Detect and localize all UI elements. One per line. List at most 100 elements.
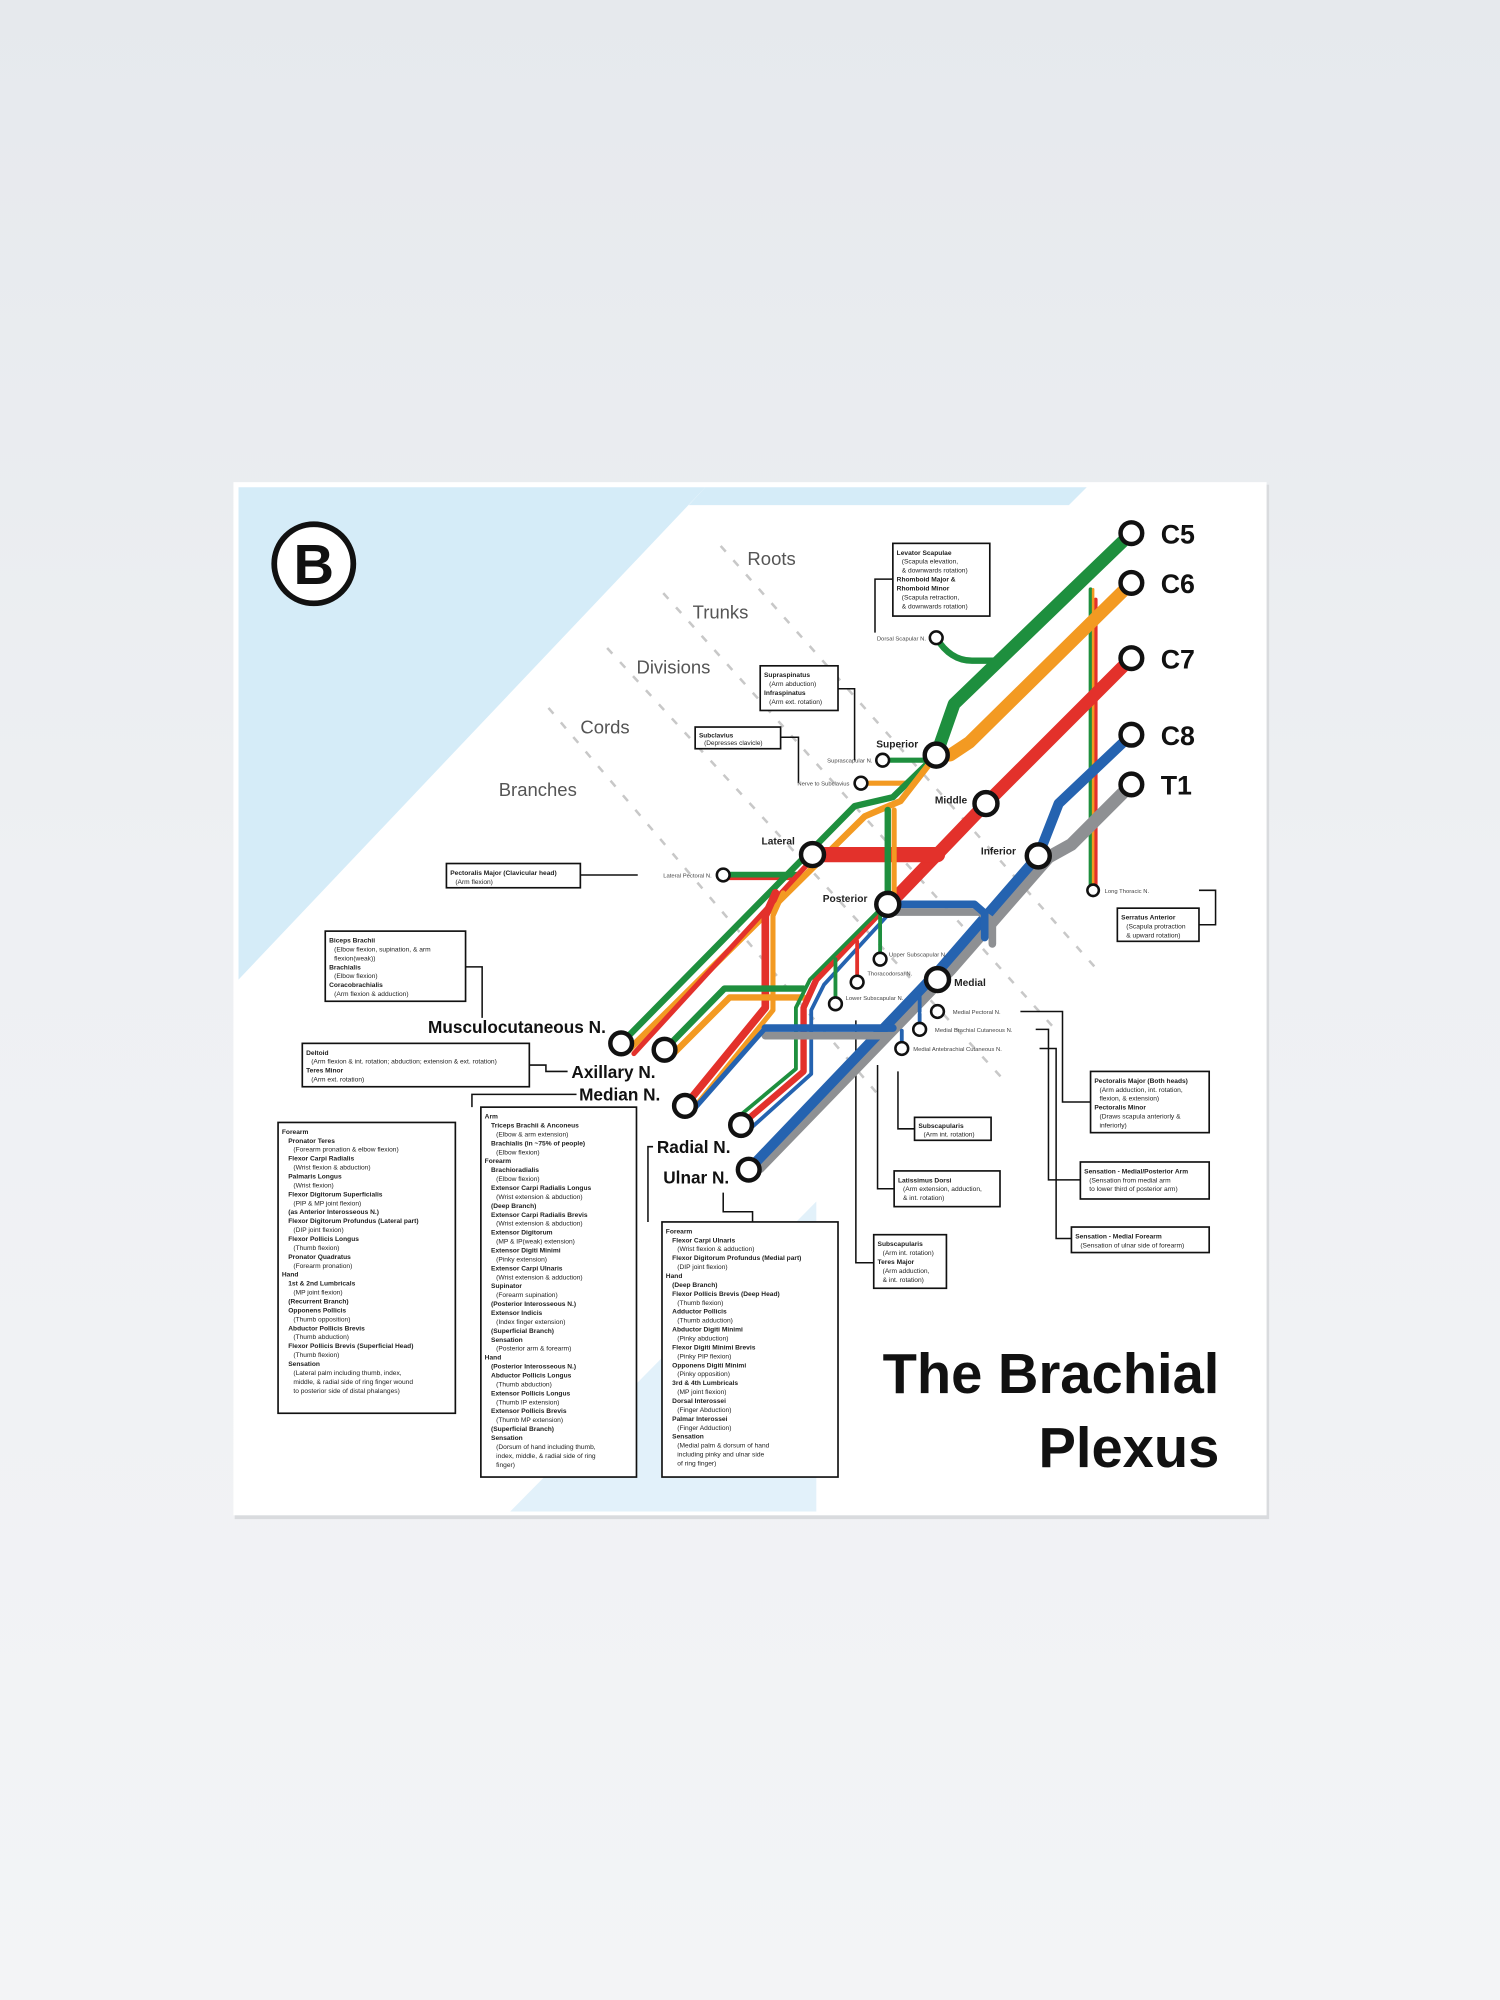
label-trunk-inferior: Inferior [981, 847, 1016, 858]
box-muscle-action: (Thumb IP extension) [496, 1399, 559, 1406]
box-muscle-action: (Dorsum of hand including thumb, [496, 1444, 596, 1451]
box-muscle-name: Sensation [288, 1361, 320, 1368]
node-medial-brachial-cutaneous[interactable] [911, 1021, 928, 1037]
label-long-thoracic: Long Thoracic N. [1105, 889, 1150, 895]
box-muscle-name: Supinator [491, 1283, 522, 1290]
column-label-branches: Branches [499, 779, 577, 800]
box-muscle-name: Brachioradialis [491, 1167, 539, 1174]
box-muscle-action: (Draws scapula anteriorly & [1099, 1114, 1181, 1121]
box-muscle-action: (Thumb flexion) [677, 1300, 723, 1307]
box-muscle-name: Abductor Pollicis Brevis [288, 1325, 365, 1332]
box-muscle-action: (Arm adduction, [883, 1268, 930, 1275]
box-muscle-name: Teres Minor [306, 1068, 343, 1075]
box-connectors [465, 578, 1217, 1264]
box-muscle-action: flexion, & extension) [1099, 1096, 1159, 1103]
box-muscle-action: (Thumb adduction) [677, 1318, 733, 1325]
median-blue-end [688, 1025, 768, 1115]
box-muscle-name: Pronator Teres [288, 1138, 335, 1145]
box-muscle-action: (Wrist extension & abduction) [496, 1221, 582, 1228]
node-cord-posterior[interactable] [874, 890, 902, 919]
box-muscle-action: (Elbow flexion, supination, & arm [334, 946, 431, 953]
node-axillary[interactable] [651, 1036, 678, 1063]
box-muscle-action: (Arm flexion) [455, 879, 493, 886]
label-ulnar: Ulnar N. [663, 1168, 729, 1188]
node-thoracodorsal[interactable] [849, 974, 865, 990]
node-root-c7[interactable] [1118, 645, 1145, 672]
box-muscle-name: Extensor Carpi Radialis Brevis [491, 1212, 588, 1219]
box-muscle-action: (MP joint flexion) [677, 1389, 726, 1396]
box-muscle-action: index, middle, & radial side of ring [496, 1453, 596, 1460]
poster: B Roots Trunks Divisions Cords Branches [233, 482, 1270, 1520]
label-root-c7: C7 [1161, 644, 1195, 674]
box-muscle-name: (Deep Branch) [491, 1203, 536, 1210]
box-muscle-action: (Arm ext. rotation) [769, 699, 822, 706]
node-upper-subscapular[interactable] [872, 951, 888, 967]
node-suprascapular[interactable] [875, 752, 891, 768]
node-ulnar[interactable] [735, 1156, 762, 1183]
info-box-subscap-teres: Subscapularis(Arm int. rotation)Teres Ma… [872, 1233, 948, 1290]
box-muscle-name: Rhomboid Minor [897, 585, 950, 592]
node-medial-pectoral[interactable] [929, 1003, 946, 1020]
box-muscle-action: inferiorly) [1099, 1122, 1126, 1129]
node-trunk-inferior[interactable] [1024, 842, 1052, 870]
node-radial[interactable] [727, 1111, 755, 1139]
box-muscle-name: Forearm [485, 1158, 512, 1165]
info-box-border [277, 1121, 457, 1415]
node-root-c5[interactable] [1118, 520, 1145, 547]
info-box-musculocutaneous: Biceps Brachii(Elbow flexion, supination… [324, 930, 467, 1003]
box-muscle-action: (Thumb flexion) [293, 1245, 339, 1252]
box-muscle-action: (DIP joint flexion) [677, 1264, 727, 1271]
box-muscle-action: (Thumb MP extension) [496, 1417, 563, 1424]
label-radial: Radial N. [657, 1137, 731, 1157]
box-muscle-action: (Lateral palm including thumb, index, [293, 1370, 401, 1377]
column-label-cords: Cords [580, 716, 629, 737]
info-box-border [694, 726, 782, 750]
box-muscle-name: Hand [282, 1272, 299, 1279]
posterior-cord-blue [746, 906, 897, 1133]
info-box-axillary: Deltoid(Arm flexion & int. rotation; abd… [301, 1042, 531, 1088]
info-box-border [1116, 907, 1200, 943]
box-muscle-action: & downwards rotation) [902, 568, 968, 575]
lateral-cord-green [617, 751, 940, 1047]
box-muscle-name: Sensation - Medial Forearm [1075, 1233, 1162, 1240]
box-muscle-action: (PIP & MP joint flexion) [293, 1200, 361, 1207]
node-root-c6[interactable] [1118, 569, 1145, 596]
box-muscle-name: Deltoid [306, 1050, 328, 1057]
node-musculocutaneous[interactable] [608, 1030, 635, 1057]
box-muscle-name: (Deep Branch) [672, 1282, 717, 1289]
info-box-border [759, 664, 839, 712]
box-muscle-action: (Posterior arm & forearm) [496, 1346, 571, 1353]
node-dorsal-scapular[interactable] [928, 630, 944, 646]
box-muscle-name: Brachialis (in ~75% of people) [491, 1140, 585, 1147]
box-muscle-action: (Forearm pronation) [293, 1263, 352, 1270]
box-muscle-action: of ring finger) [677, 1460, 716, 1467]
node-median[interactable] [671, 1092, 699, 1119]
node-trunk-superior[interactable] [922, 741, 950, 769]
background-blue-strip [688, 487, 1087, 506]
box-muscle-action: (Elbow & arm extension) [496, 1131, 568, 1138]
node-lower-subscapular[interactable] [827, 996, 844, 1012]
node-cord-lateral[interactable] [798, 840, 827, 869]
column-label-divisions: Divisions [636, 656, 710, 677]
label-root-c8: C8 [1161, 721, 1195, 751]
column-label-roots: Roots [747, 548, 795, 569]
info-box-levator: Levator Scapulae(Scapula elevation,& dow… [892, 542, 991, 617]
box-muscle-action: & downwards rotation) [902, 603, 968, 610]
label-root-c5: C5 [1161, 519, 1195, 549]
node-long-thoracic[interactable] [1086, 883, 1101, 898]
node-lateral-pectoral[interactable] [715, 867, 731, 883]
box-muscle-name: (Posterior Interosseous N.) [491, 1301, 576, 1308]
box-muscle-action: (Arm int. rotation) [923, 1132, 974, 1139]
node-subclavius[interactable] [853, 775, 869, 791]
box-muscle-name: Hand [666, 1273, 683, 1280]
box-muscle-action: (Wrist flexion & adduction) [677, 1246, 754, 1253]
node-cord-medial[interactable] [923, 965, 952, 994]
node-medial-antebrachial-cutaneous[interactable] [894, 1040, 910, 1057]
label-cord-medial: Medial [954, 978, 986, 989]
node-root-c8[interactable] [1118, 721, 1145, 748]
node-trunk-middle[interactable] [972, 789, 1000, 818]
info-box-border [301, 1042, 531, 1088]
label-upper-subscapular: Upper Subscapular N. [889, 953, 947, 959]
node-root-t1[interactable] [1118, 771, 1145, 798]
box-muscle-action: (Forearm supination) [496, 1292, 558, 1299]
